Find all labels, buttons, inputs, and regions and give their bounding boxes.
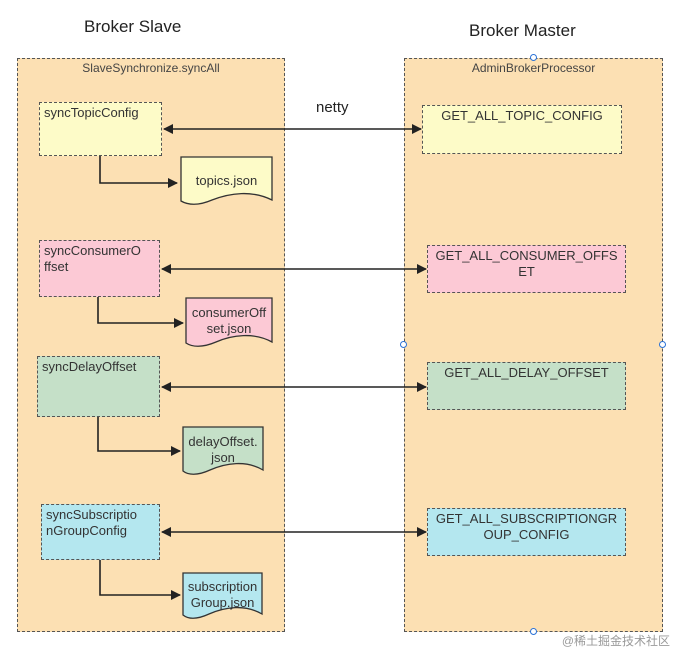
elbow-arrow-delay-offset-json bbox=[97, 417, 181, 456]
topics-json-label: topics.json bbox=[195, 173, 258, 188]
sync-consumer-offset-box[interactable]: syncConsumerO ffset bbox=[39, 240, 160, 297]
selection-handle-top[interactable] bbox=[530, 54, 537, 61]
delay-offset-json-document-shape bbox=[182, 426, 264, 475]
elbow-arrow-subscription-group-json bbox=[99, 560, 181, 600]
sync-subscription-group-config-box[interactable]: syncSubscriptio nGroupConfig bbox=[41, 504, 160, 560]
delay-offset-json-label: delayOffset. json bbox=[188, 434, 258, 465]
subscription-group-json-document-shape bbox=[182, 572, 263, 619]
slave-container-title: SlaveSynchronize.syncAll bbox=[82, 61, 220, 75]
netty-label: netty bbox=[316, 99, 349, 116]
get-all-delay-offset-box[interactable]: GET_ALL_DELAY_OFFSET bbox=[427, 362, 626, 410]
elbow-arrow-consumer-offset-json bbox=[97, 297, 184, 328]
get-all-consumer-offset-box[interactable]: GET_ALL_CONSUMER_OFFS ET bbox=[427, 245, 626, 293]
consumer-offset-json-label: consumerOff set.json bbox=[191, 305, 267, 336]
broker-slave-title: Broker Slave bbox=[84, 17, 182, 36]
elbow-arrow-topics-json bbox=[99, 156, 178, 188]
watermark: @稀土掘金技术社区 bbox=[561, 634, 670, 648]
selection-handle-right[interactable] bbox=[659, 341, 666, 348]
get-all-subscription-group-config-box[interactable]: GET_ALL_SUBSCRIPTIONGR OUP_CONFIG bbox=[427, 508, 626, 556]
subscription-group-json-label: subscription Group.json bbox=[187, 579, 258, 610]
get-all-topic-config-box[interactable]: GET_ALL_TOPIC_CONFIG bbox=[422, 105, 622, 154]
topics-json-document-shape bbox=[180, 156, 273, 205]
broker-master-title: Broker Master bbox=[469, 21, 576, 40]
selection-handle-left[interactable] bbox=[400, 341, 407, 348]
consumer-offset-json-document-shape bbox=[185, 297, 273, 347]
sync-delay-offset-box[interactable]: syncDelayOffset bbox=[37, 356, 160, 417]
master-container-title: AdminBrokerProcessor bbox=[471, 61, 596, 75]
selection-handle-bottom[interactable] bbox=[530, 628, 537, 635]
sync-topic-config-box[interactable]: syncTopicConfig bbox=[39, 102, 162, 156]
